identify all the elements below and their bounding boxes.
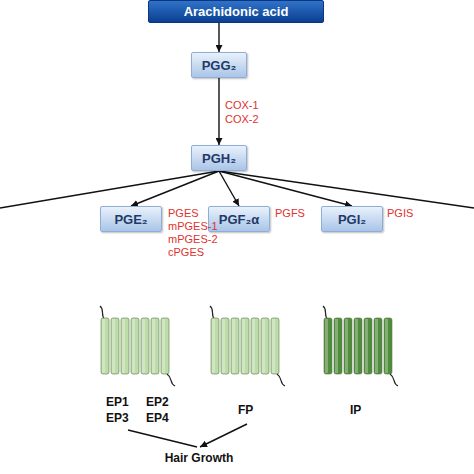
node-text: PGE₂ xyxy=(114,212,147,227)
enzyme-label: PGES xyxy=(168,207,199,220)
converging-arrow xyxy=(128,430,197,447)
receptor-label: FP xyxy=(238,404,253,417)
receptor-label: EP1 xyxy=(106,396,129,409)
receptor-label: EP4 xyxy=(146,412,169,425)
receptor-symbol xyxy=(210,306,285,386)
connector-layer xyxy=(131,23,352,206)
pathway-arrow xyxy=(219,171,239,206)
outcome-label: Hair Growth xyxy=(165,452,234,465)
source-box: Arachidonic acid xyxy=(148,0,324,23)
node-text: PGF₂α xyxy=(219,212,260,227)
node-text: PGH₂ xyxy=(202,151,236,166)
prostaglandin-box: PGE₂ xyxy=(100,206,162,232)
receptor-symbol xyxy=(100,306,175,386)
receptor-label: EP3 xyxy=(106,412,129,425)
enzyme-label: COX-2 xyxy=(225,113,259,126)
enzyme-label: mPGES-1 xyxy=(168,220,218,233)
converging-arrow xyxy=(200,424,247,447)
node-text: PGG₂ xyxy=(202,58,237,73)
pathway-arrow xyxy=(218,23,219,52)
enzyme-label: PGFS xyxy=(275,207,305,220)
pathway-arrow xyxy=(218,78,219,145)
prostaglandin-box: PGI₂ xyxy=(321,206,383,232)
fan-lines xyxy=(0,171,474,208)
receptor-label: IP xyxy=(350,404,361,417)
enzyme-label: cPGES xyxy=(168,246,204,259)
metabolite-box: PGH₂ xyxy=(191,145,247,171)
node-text: PGI₂ xyxy=(338,212,366,227)
enzyme-label: COX-1 xyxy=(225,99,259,112)
enzyme-label: mPGES-2 xyxy=(168,233,218,246)
branch-line xyxy=(219,171,474,208)
enzyme-label: PGIS xyxy=(387,207,413,220)
branch-line xyxy=(0,171,219,208)
receptor-label: EP2 xyxy=(146,396,169,409)
pathway-arrow xyxy=(131,171,219,206)
pathway-arrow xyxy=(219,171,352,206)
metabolite-box: PGG₂ xyxy=(191,52,247,78)
node-text: Arachidonic acid xyxy=(184,4,289,19)
receptor-symbol xyxy=(323,306,398,386)
